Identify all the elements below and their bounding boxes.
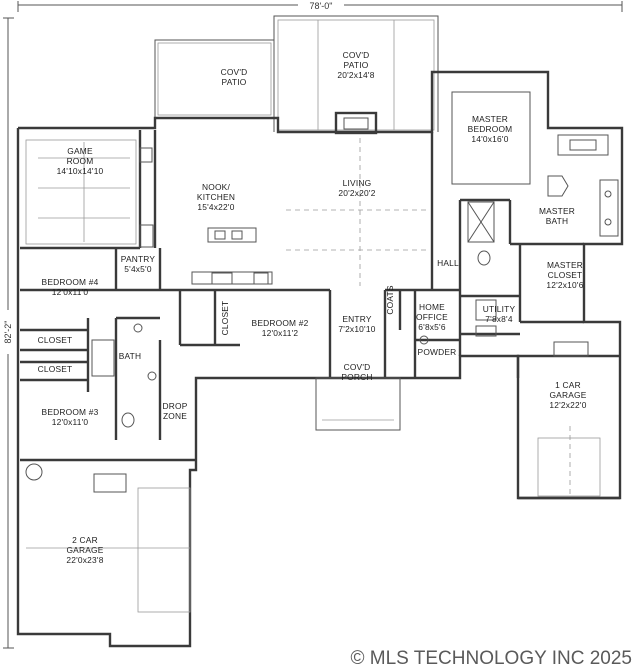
room-label-hall: HALL	[437, 258, 459, 268]
vertical-label-closet-b2: CLOSET	[220, 301, 230, 336]
width-dimension-label: 78'-0"	[310, 1, 333, 11]
depth-dimension: 82'-2"	[2, 17, 14, 649]
room-label-powder: POWDER	[418, 347, 457, 357]
width-dimension: 78'-0"	[17, 0, 623, 12]
interior-walls	[20, 130, 584, 462]
patio-outlines	[154, 15, 439, 135]
exterior-walls	[16, 70, 624, 648]
vertical-labels: CLOSET COATS	[220, 285, 395, 335]
room-label-closet-b3: CLOSET	[38, 364, 73, 374]
vertical-label-coats: COATS	[385, 285, 395, 314]
copyright-watermark: © MLS TECHNOLOGY INC 2025	[350, 648, 632, 668]
fixtures	[25, 91, 619, 613]
room-label-bath: BATH	[119, 351, 142, 361]
depth-dimension-label: 82'-2"	[3, 321, 13, 344]
room-label-closet-b4: CLOSET	[38, 335, 73, 345]
